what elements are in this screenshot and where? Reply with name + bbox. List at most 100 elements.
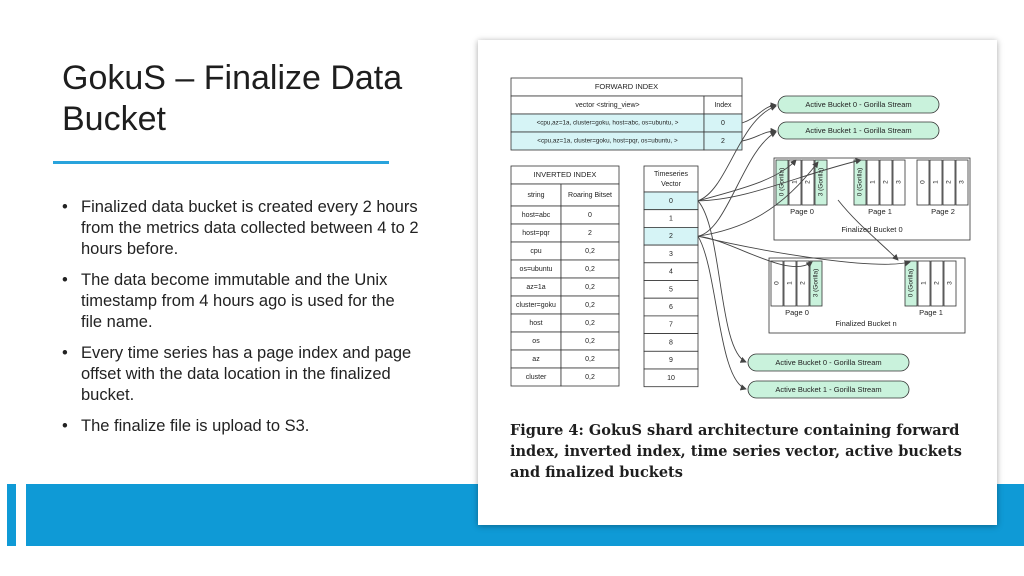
finalized-bucket-n-cell-label: 2	[934, 281, 941, 285]
timeseries-vector-value: 7	[669, 322, 673, 329]
connector-bucket0-to-bucketn	[837, 199, 899, 261]
forward-index-col-vector: vector <string_view>	[575, 102, 639, 109]
finalized-bucket-0-cell-label: 3	[896, 180, 903, 184]
finalized-bucket-0-cell-label: 1	[933, 180, 940, 184]
finalized-bucket-n-cell-label: 0 (Gorilla)	[908, 269, 915, 298]
connector-ts2-to-active-bottom-1	[697, 235, 747, 391]
timeseries-vector-value: 8	[669, 339, 673, 346]
finalized-bucket-0-cell	[879, 159, 893, 206]
finalized-bucket-0-page-label: Page 0	[790, 207, 814, 216]
finalized-bucket-n-cell	[930, 260, 944, 307]
inverted-index-title: INVERTED INDEX	[534, 170, 597, 179]
finalized-bucket-0-cell-label: 0	[920, 180, 927, 184]
finalized-bucket-0-cell	[916, 159, 930, 206]
inverted-index-bitset: 0,2	[585, 356, 595, 363]
inverted-index-bitset-cell	[560, 367, 620, 387]
inverted-index-string: host	[529, 320, 542, 327]
connector-ts2-to-active-1	[697, 131, 777, 237]
active-bucket-top-1-label: Active Bucket 1 - Gorilla Stream	[805, 126, 911, 135]
finalized-bucket-0-cell-label: 0 (Gorilla)	[857, 168, 864, 197]
timeseries-vector-value: 1	[669, 216, 673, 223]
active-bucket-bottom-1-pill	[747, 380, 910, 399]
connector-ts2-to-bucketn-page1	[697, 235, 911, 267]
finalized-bucket-n-cell	[770, 260, 784, 307]
active-bucket-bottom-0-pill	[747, 353, 910, 372]
timeseries-vector-value: 2	[669, 233, 673, 240]
finalized-bucket-0-cell	[892, 159, 906, 206]
timeseries-vector-value: 0	[669, 198, 673, 205]
inverted-index-bitset: 0,2	[585, 266, 595, 273]
inverted-index-col-bitset: Roaring Bitset	[568, 192, 612, 199]
inverted-index-bitset: 0,2	[585, 338, 595, 345]
timeseries-vector-value: 6	[669, 304, 673, 311]
inverted-index-string: os=ubuntu	[520, 266, 553, 273]
finalized-bucket-0-cell-label: 1	[792, 180, 799, 184]
active-bucket-top-0-label: Active Bucket 0 - Gorilla Stream	[805, 100, 911, 109]
inverted-index-bitset: 0,2	[585, 284, 595, 291]
timeseries-vector-value: 9	[669, 357, 673, 364]
bullet-marker: •	[62, 198, 68, 216]
figure-caption: Figure 4: GokuS shard architecture conta…	[510, 422, 962, 481]
bullet-marker: •	[62, 271, 68, 289]
finalized-bucket-n-cell	[904, 260, 918, 307]
timeseries-vector-title-cell	[643, 165, 699, 193]
finalized-bucket-n-cell	[943, 260, 957, 307]
finalized-bucket-0-cell-label: 1	[870, 180, 877, 184]
connector-ts0-to-bucket0-page1	[697, 158, 862, 202]
inverted-index-string: os	[532, 338, 540, 345]
finalized-bucket-0-cell-label: 3	[959, 180, 966, 184]
finalized-bucket-0-cell-label: 2	[805, 180, 812, 184]
inverted-index-bitset: 0,2	[585, 374, 595, 381]
band-stripe	[7, 484, 16, 546]
finalized-bucket-n-cell	[796, 260, 810, 307]
forward-index-row-index: 2	[721, 138, 725, 145]
finalized-bucket-n-page-label: Page 1	[919, 308, 943, 317]
inverted-index-col-string: string	[527, 192, 544, 199]
inverted-index-string: cluster	[526, 374, 547, 381]
finalized-bucket-n-cell	[783, 260, 797, 307]
bullet-list: • Finalized data bucket is created every …	[60, 197, 420, 447]
finalized-bucket-0-label: Finalized Bucket 0	[841, 225, 902, 234]
finalized-bucket-0-cell	[866, 159, 880, 206]
forward-index-title: FORWARD INDEX	[595, 82, 658, 91]
timeseries-vector-value: 5	[669, 286, 673, 293]
timeseries-vector-value: 3	[669, 251, 673, 258]
inverted-index-string: az=1a	[526, 284, 545, 291]
finalized-bucket-n-cell	[917, 260, 931, 307]
finalized-bucket-n-label: Finalized Bucket n	[835, 319, 896, 328]
inverted-index-bitset: 0	[588, 212, 592, 219]
slide-title: GokuS – Finalize Data Bucket	[62, 59, 403, 138]
inverted-index-string: host=abc	[522, 212, 551, 219]
connector-ts0-to-active-0	[697, 104, 777, 202]
bullet-text: Every time series has a page index and p…	[81, 344, 412, 404]
active-bucket-bottom-1-label: Active Bucket 1 - Gorilla Stream	[775, 385, 881, 394]
finalized-bucket-n-cell-label: 3 (Gorilla)	[813, 269, 820, 298]
finalized-bucket-0-cell-label: 2	[883, 180, 890, 184]
finalized-bucket-n-cell-label: 2	[800, 281, 807, 285]
finalized-bucket-n-cell-label: 3	[947, 281, 954, 285]
finalized-bucket-n-cell-label: 0	[774, 281, 781, 285]
timeseries-vector-title-line2: Vector	[661, 181, 682, 188]
finalized-bucket-n-cell-label: 1	[921, 281, 928, 285]
title-underline	[53, 161, 389, 164]
connector-fwd-to-active-0	[741, 102, 777, 124]
inverted-index-bitset: 0,2	[585, 320, 595, 327]
bullet-marker: •	[62, 344, 68, 362]
finalized-bucket-0-page-label: Page 2	[931, 207, 955, 216]
finalized-bucket-0-cell-label: 3 (Gorilla)	[818, 168, 825, 197]
connector-ts0-to-bucket0-page0	[697, 159, 797, 202]
bullet-text: The data become immutable and the Unix t…	[81, 271, 395, 331]
bullet-item: • Every time series has a page index and …	[60, 343, 420, 406]
inverted-index-string: cluster=goku	[516, 302, 556, 309]
inverted-index-bitset: 0,2	[585, 302, 595, 309]
bullet-text: Finalized data bucket is created every 2…	[81, 198, 419, 258]
finalized-bucket-0-cell-label: 2	[946, 180, 953, 184]
inverted-index-string: host=pqr	[522, 230, 550, 237]
connector-ts0-to-active-bottom-0	[697, 200, 747, 363]
forward-index-row-key: <cpu,az=1a, cluster=goku, host=abc, os=u…	[537, 120, 679, 127]
inverted-index-string: cpu	[530, 248, 541, 255]
timeseries-vector-cell	[643, 368, 699, 388]
finalized-bucket-0-cell	[955, 159, 969, 206]
